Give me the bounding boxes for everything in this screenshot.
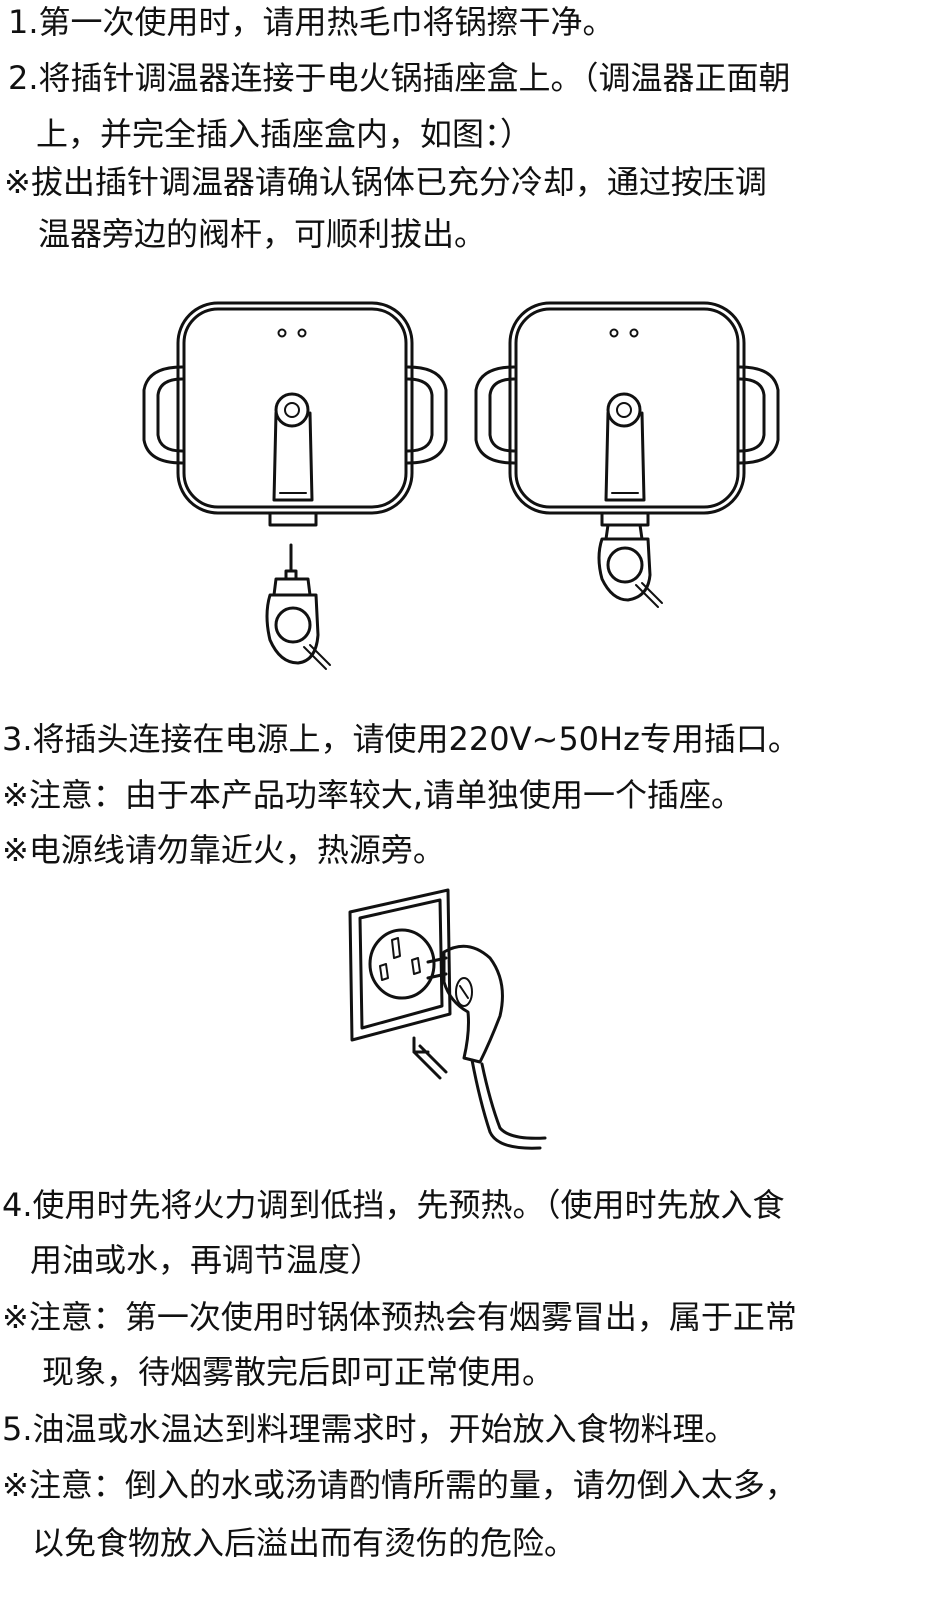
figure-plug-outlet — [340, 882, 560, 1152]
instruction-step-2: 2.将插针调温器连接于电火锅插座盒上。（调温器正面朝 — [8, 59, 791, 97]
figure-pot-thermostat — [130, 295, 810, 685]
instruction-step-3: 3.将插头连接在电源上，请使用220V~50Hz专用插口。 — [2, 720, 800, 758]
pot-right-illustration — [474, 301, 780, 608]
note-water-amount: ※注意：倒入的水或汤请酌情所需的量，请勿倒入太多， — [2, 1466, 797, 1504]
instruction-step-1: 1.第一次使用时，请用热毛巾将锅擦干净。 — [8, 3, 615, 41]
note-preheat-continued: 现象，待烟雾散完后即可正常使用。 — [42, 1353, 555, 1391]
note-removal: ※拔出插针调温器请确认锅体已充分冷却，通过按压调 — [4, 163, 767, 201]
instruction-step-2-continued: 上，并完全插入插座盒内，如图：） — [36, 115, 533, 153]
note-preheat: ※注意：第一次使用时锅体预热会有烟雾冒出，属于正常 — [2, 1298, 797, 1336]
note-removal-continued: 温器旁边的阀杆，可顺利拔出。 — [38, 215, 487, 253]
instruction-step-4: 4.使用时先将火力调到低挡，先预热。（使用时先放入食 — [2, 1186, 785, 1224]
instruction-step-5: 5.油温或水温达到料理需求时，开始放入食物料理。 — [2, 1410, 737, 1448]
plug-diagram-svg — [348, 888, 547, 1150]
note-cord: ※电源线请勿靠近火，热源旁。 — [2, 831, 445, 869]
pot-left-illustration — [142, 301, 448, 670]
note-water-amount-continued: 以免食物放入后溢出而有烫伤的危险。 — [32, 1524, 577, 1562]
note-power: ※注意：由于本产品功率较大,请单独使用一个插座。 — [2, 776, 743, 814]
pot-diagram-svg — [142, 301, 780, 670]
instruction-step-4-continued: 用油或水，再调节温度） — [30, 1241, 383, 1279]
